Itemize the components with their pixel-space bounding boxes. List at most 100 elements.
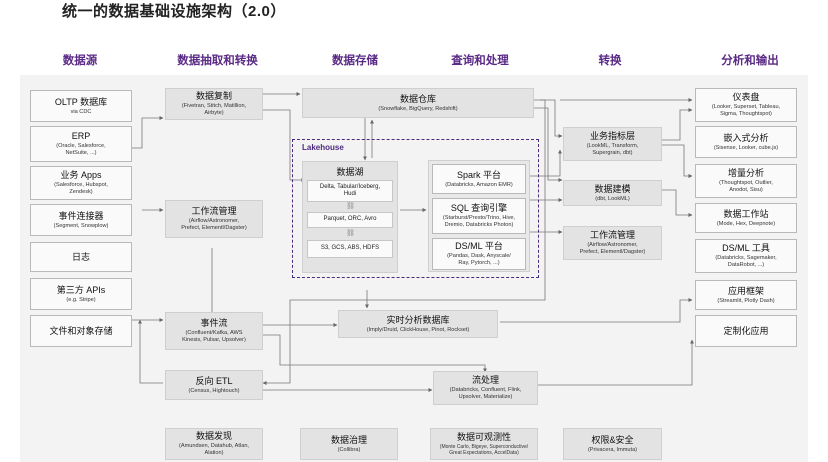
box-sub: (Mode, Hex, Deepnote): [716, 220, 776, 227]
column-header-extract: 数据抽取和转换: [177, 55, 258, 67]
data-modeling-box[interactable]: 数据建模 (dbt, LookML): [563, 180, 662, 206]
output-augmented-analytics[interactable]: 增量分析 (Thoughtspot, Outlier, Anodot, Sisu…: [695, 164, 797, 198]
box-title: 增量分析: [727, 168, 764, 178]
access-security-box[interactable]: 权限&安全 (Privacera, Immuta): [563, 428, 662, 460]
data-replication-box[interactable]: 数据复制 (Fivetran, Stitch, Matillion, Airby…: [165, 88, 263, 120]
output-data-workbench[interactable]: 数据工作站 (Mode, Hex, Deepnote): [695, 203, 797, 233]
data-observability-box[interactable]: 数据可观测性 (Monte Carlo, Bigeye, Superconduc…: [430, 428, 538, 460]
source-title: 日志: [71, 251, 90, 262]
source-title: 业务 Apps: [60, 170, 102, 180]
box-title: 定制化应用: [723, 325, 769, 336]
event-stream-box[interactable]: 事件流 (Confluent/Kafka, AWS Kinesis, Pulsa…: [165, 312, 263, 350]
data-warehouse-box[interactable]: 数据仓库 (Snowflake, BigQuery, Redshift): [302, 88, 534, 118]
box-sub: (Looker, Superset, Tableau, Sigma, Thoug…: [711, 104, 781, 117]
transform-workflow-box[interactable]: 工作流管理 (Airflow/Astronomer, Prefect, Elem…: [563, 226, 662, 260]
stream-processing-box[interactable]: 流处理 (Databricks, Confluent, Flink, Upsol…: [433, 371, 538, 405]
box-sub: (Databricks, Confluent, Flink, Upsolver,…: [449, 387, 522, 400]
box-sub: (Privacera, Immuta): [587, 446, 638, 453]
column-header-output: 分析和输出: [721, 55, 779, 67]
box-title: 数据工作站: [723, 208, 769, 219]
box-title: 数据建模: [594, 183, 631, 194]
link-icon: ⛓: [346, 230, 355, 237]
box-sub: (Imply/Druid, ClickHouse, Pinot, Rockset…: [366, 326, 470, 333]
source-sub: via CDC: [70, 108, 92, 115]
box-title: 仪表盘: [732, 92, 760, 102]
lake-object-storage: S3, GCS, ABS, HDFS: [307, 240, 393, 258]
reverse-etl-box[interactable]: 反向 ETL (Census, Hightouch): [165, 370, 263, 400]
box-sub: (Thoughtspot, Outlier, Anodot, Sisu): [719, 180, 773, 193]
column-header-query: 查询和处理: [451, 55, 509, 67]
box-title: 数据可观测性: [456, 432, 511, 442]
box-title: DS/ML 工具: [722, 243, 770, 253]
box-sub: (Starburst/Presto/Trino, Hive, Dremio, D…: [442, 215, 516, 228]
output-custom-apps[interactable]: 定制化应用: [695, 315, 797, 347]
box-title: 数据湖: [336, 167, 364, 177]
box-title: DS/ML 平台: [455, 241, 503, 251]
box-sub: (Fivetran, Stitch, Matillion, Airbyte): [181, 103, 247, 116]
source-title: OLTP 数据库: [54, 96, 108, 107]
source-title: 文件和对象存储: [49, 325, 113, 336]
box-sub: (Streamlit, Plotly Dash): [717, 297, 775, 304]
realtime-analytics-db-box[interactable]: 实时分析数据库 (Imply/Druid, ClickHouse, Pinot,…: [338, 310, 498, 338]
metrics-layer-box[interactable]: 业务指标层 (LookML, Transform, Supergrain, db…: [563, 127, 662, 161]
lake-table-format: Delta, Tabular/Iceberg, Hudi: [307, 180, 393, 202]
box-sub: (Census, Hightouch): [188, 387, 240, 394]
box-title: 工作流管理: [191, 206, 237, 216]
box-sub: (Airflow/Astronomer, Prefect, Elementl/D…: [579, 242, 646, 255]
box-sub: (Sisense, Looker, cube.js): [713, 144, 779, 151]
box-sub: (Airflow/Astronomer, Prefect, Elementl/D…: [181, 218, 247, 231]
data-discovery-box[interactable]: 数据发现 (Amundsen, Datahub, Atlan, Alation): [165, 428, 263, 460]
box-title: 业务指标层: [589, 131, 635, 141]
sql-engine-box[interactable]: SQL 查询引擎 (Starburst/Presto/Trino, Hive, …: [432, 198, 526, 234]
box-title: 数据治理: [330, 434, 367, 445]
source-sub: (Segment, Snowplow): [53, 222, 109, 229]
output-dashboards[interactable]: 仪表盘 (Looker, Superset, Tableau, Sigma, T…: [695, 88, 797, 122]
box-sub: (Monte Carlo, Bigeye, Superconductive/ G…: [439, 444, 529, 456]
box-title: 事件流: [200, 318, 228, 328]
column-header-storage: 数据存储: [332, 55, 378, 67]
box-sub: (Snowflake, BigQuery, Redshift): [378, 105, 458, 112]
workflow-management-box[interactable]: 工作流管理 (Airflow/Astronomer, Prefect, Elem…: [165, 200, 263, 238]
box-title: 权限&安全: [591, 434, 634, 445]
source-oltp-database[interactable]: OLTP 数据库 via CDC: [30, 90, 132, 122]
source-title: 事件连接器: [58, 210, 104, 221]
data-governance-box[interactable]: 数据治理 (Collibra): [300, 428, 398, 460]
box-sub: (Amundsen, Datahub, Atlan, Alation): [179, 443, 249, 456]
source-title: ERP: [71, 131, 91, 141]
lake-file-format: Parquet, ORC, Avro: [307, 212, 393, 228]
source-sub: (Oracle, Salesforce, NetSuite, ...): [56, 143, 106, 156]
source-event-connectors[interactable]: 事件连接器 (Segment, Snowplow): [30, 204, 132, 236]
spark-platform-box[interactable]: Spark 平台 (Databricks, Amazon EMR): [432, 164, 526, 194]
box-sub: (Pandas, Dask, Anyscale/ Ray, Pytorch, .…: [447, 253, 511, 266]
page-title: 统一的数据基础设施架构（2.0）: [62, 3, 286, 20]
source-erp[interactable]: ERP (Oracle, Salesforce, NetSuite, ...): [30, 126, 132, 162]
output-embedded-analytics[interactable]: 嵌入式分析 (Sisense, Looker, cube.js): [695, 126, 797, 158]
source-third-party-apis[interactable]: 第三方 APIs (e.g. Stripe): [30, 278, 132, 310]
box-title: 数据发现: [195, 431, 232, 441]
box-sub: (LookML, Transform, Supergrain, dbt): [586, 143, 639, 156]
box-title: 应用框架: [727, 285, 764, 296]
output-dsml-tools[interactable]: DS/ML 工具 (Databricks, Sagemaker, DataRob…: [695, 239, 797, 273]
source-logs[interactable]: 日志: [30, 242, 132, 272]
column-header-transform: 转换: [598, 55, 622, 67]
source-title: 第三方 APIs: [56, 284, 106, 295]
source-file-object-storage[interactable]: 文件和对象存储: [30, 315, 132, 347]
box-sub: (Databricks, Amazon EMR): [445, 181, 513, 188]
box-title: 嵌入式分析: [723, 132, 769, 143]
box-title: 流处理: [471, 375, 499, 385]
box-sub: (Confluent/Kafka, AWS Kinesis, Pulsar, U…: [182, 330, 246, 343]
box-title: 数据仓库: [399, 93, 436, 104]
link-icon: ⛓: [346, 203, 355, 210]
source-business-apps[interactable]: 业务 Apps (Salesforce, Hubspot, Zendesk): [30, 166, 132, 200]
box-sub: (dbt, LookML): [595, 195, 630, 202]
box-title: SQL 查询引擎: [450, 203, 508, 213]
source-sub: (e.g. Stripe): [66, 296, 96, 303]
box-title: 数据复制: [195, 91, 232, 101]
box-title: 实时分析数据库: [386, 314, 450, 325]
lakehouse-label: Lakehouse: [302, 143, 344, 152]
box-sub: (Collibra): [337, 446, 361, 453]
column-header-sources: 数据源: [62, 55, 98, 67]
output-app-framework[interactable]: 应用框架 (Streamlit, Plotly Dash): [695, 280, 797, 310]
dsml-platform-box[interactable]: DS/ML 平台 (Pandas, Dask, Anyscale/ Ray, P…: [432, 238, 526, 270]
